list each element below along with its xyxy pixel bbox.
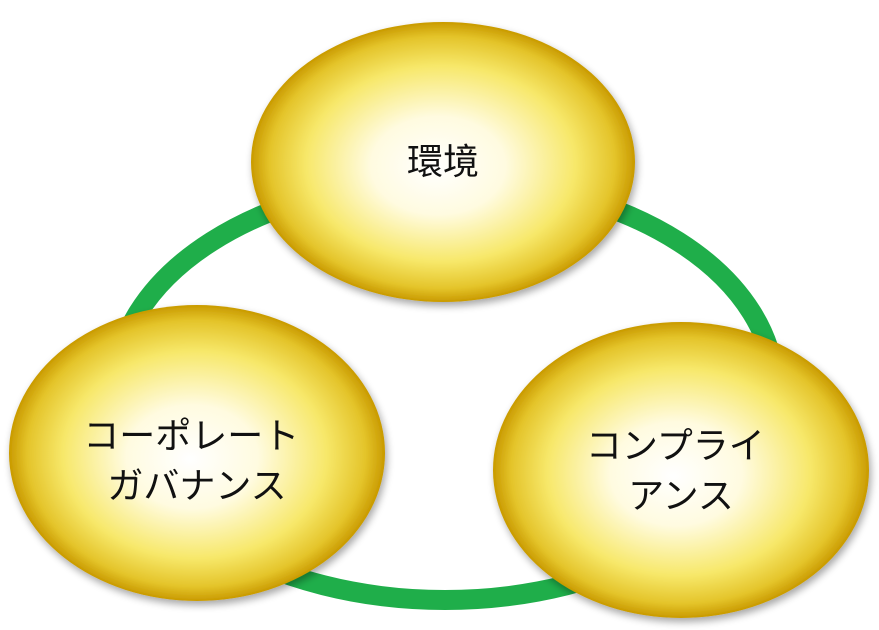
node-corporate-governance-line-1: コーポレート (83, 416, 299, 457)
node-corporate-governance-line-2: ガバナンス (107, 466, 286, 507)
node-environment-label: 環境 (407, 142, 479, 183)
node-corporate-governance: コーポレート ガバナンス (9, 305, 385, 601)
node-environment: 環境 (251, 22, 635, 302)
node-compliance-line-1: コンプライ (586, 426, 765, 467)
node-corporate-governance-label: コーポレート ガバナンス (83, 416, 310, 507)
node-compliance-line-2: アンス (628, 476, 734, 517)
node-compliance-shape (493, 322, 869, 618)
node-corporate-governance-shape (9, 305, 385, 601)
node-environment-line-1: 環境 (407, 142, 479, 183)
node-compliance-label: コンプライ アンス (586, 426, 776, 517)
node-compliance: コンプライ アンス (493, 322, 869, 618)
node-environment-shape (251, 22, 635, 302)
